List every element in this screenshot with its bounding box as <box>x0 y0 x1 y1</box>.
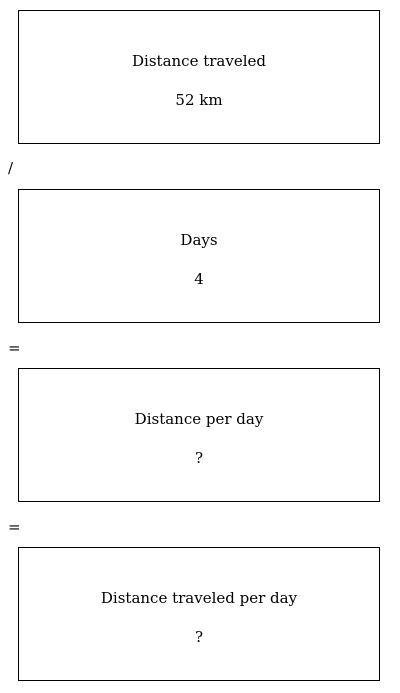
distance-traveled-box: Distance traveled 52 km <box>18 10 380 144</box>
box-value: 4 <box>194 270 204 288</box>
days-box: Days 4 <box>18 189 380 323</box>
distance-traveled-per-day-box: Distance traveled per day ? <box>18 547 380 681</box>
box-value: 52 km <box>175 91 223 109</box>
box-label: Distance traveled <box>132 52 266 70</box>
box-value: ? <box>194 449 204 467</box>
box-label: Days <box>180 231 218 249</box>
box-label: Distance traveled per day <box>100 589 298 607</box>
divide-operator: / <box>8 159 14 177</box>
distance-per-day-box: Distance per day ? <box>18 368 380 502</box>
box-label: Distance per day <box>134 410 264 428</box>
box-value: ? <box>194 628 204 646</box>
equals-operator: = <box>8 518 21 536</box>
equals-operator: = <box>8 339 21 357</box>
